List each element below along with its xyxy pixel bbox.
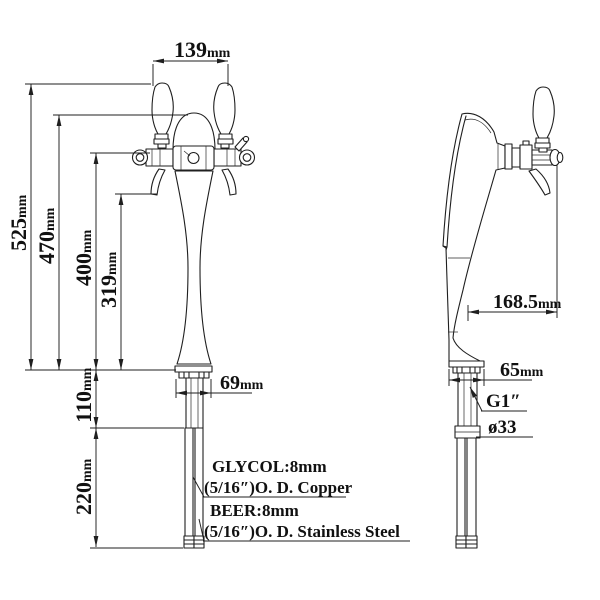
dimension-height-220: 220 mm [71, 428, 183, 549]
note-beer: BEER:8mm (5/16″)O. D. Stainless Steel [198, 501, 410, 542]
dim-525-unit: mm [15, 194, 30, 218]
side-base-flange [448, 360, 485, 374]
dimension-base-width-69: 69 mm [175, 372, 264, 398]
dimension-height-110: 110 mm [71, 367, 184, 429]
note-glycol: GLYCOL:8mm (5/16″)O. D. Copper [192, 457, 353, 498]
glycol-line-2: (5/16″)O. D. Copper [204, 478, 353, 497]
dim-525-value: 525 [6, 218, 31, 251]
side-body [442, 112, 506, 362]
dim-69-value: 69 [220, 372, 240, 394]
callout-thread-g1: G1″ [469, 386, 527, 412]
side-band-cap [445, 246, 448, 251]
dimension-height-400: 400 mm [71, 152, 150, 370]
dimension-base-depth-65: 65 mm [448, 359, 544, 386]
dim-470-unit: mm [43, 207, 58, 231]
right-faucet [213, 148, 256, 167]
dim-168-5-value: 168.5 [493, 291, 538, 313]
side-shaft [457, 372, 478, 427]
side-collar [454, 425, 481, 439]
dim-168-5-unit: mm [538, 297, 562, 312]
dim-220-value: 220 [71, 482, 96, 515]
dim-139-value: 139 [174, 37, 207, 62]
right-faucet-lever [234, 135, 250, 152]
side-tap-handle [532, 86, 555, 153]
front-tubes [183, 427, 205, 549]
front-view-tower [131, 82, 256, 549]
dim-139-unit: mm [207, 46, 231, 61]
dim-65-value: 65 [500, 359, 520, 381]
beer-line-1: BEER:8mm [210, 501, 299, 520]
thread-label: G1″ [486, 391, 521, 412]
dim-110-value: 110 [71, 391, 96, 423]
glycol-line-1: GLYCOL:8mm [212, 457, 327, 476]
callout-tube-diameter: ø33 [476, 417, 533, 438]
dim-110-unit: mm [80, 367, 95, 391]
side-view-tower [442, 86, 564, 549]
dim-319-value: 319 [96, 275, 121, 308]
front-column [174, 170, 214, 365]
dimension-height-525: 525 mm [6, 83, 151, 370]
right-spout [221, 168, 237, 196]
dim-400-value: 400 [71, 253, 96, 286]
dimension-height-470: 470 mm [34, 114, 188, 370]
dim-69-unit: mm [240, 378, 264, 393]
front-base-flange [174, 365, 213, 379]
left-spout [150, 168, 166, 196]
tube-diameter-label: ø33 [488, 417, 517, 438]
dimension-height-319: 319 mm [96, 193, 157, 370]
side-tap-lever [528, 168, 551, 196]
dim-220-unit: mm [80, 458, 95, 482]
side-faucet [497, 140, 564, 170]
beer-line-2: (5/16″)O. D. Stainless Steel [204, 522, 400, 541]
dim-65-unit: mm [520, 365, 544, 380]
dim-319-unit: mm [105, 251, 120, 275]
front-dome [172, 112, 216, 151]
dimension-width-139: 139 mm [152, 37, 231, 86]
side-top-line [464, 118, 492, 134]
dim-470-value: 470 [34, 231, 59, 264]
right-tap-handle [213, 82, 236, 149]
left-faucet [131, 148, 174, 167]
left-tap-handle [151, 82, 174, 149]
side-back-band [442, 115, 467, 248]
dimension-depth-168-5: 168.5 mm [467, 165, 562, 321]
dim-400-unit: mm [80, 229, 95, 253]
front-faucet-body [172, 145, 215, 171]
front-shaft [185, 377, 204, 429]
side-tubes [455, 437, 478, 549]
